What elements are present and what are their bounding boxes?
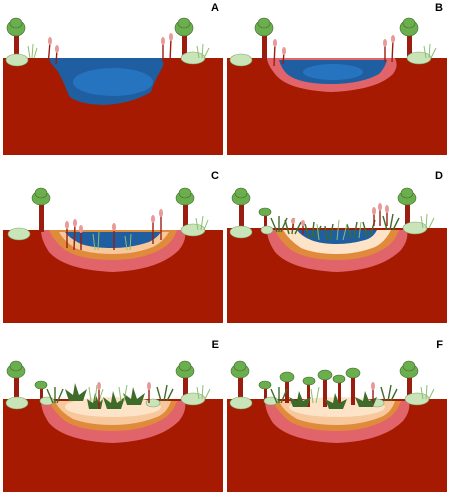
tree-left [231,187,251,230]
tree-right [175,187,195,232]
water-highlight [303,64,363,80]
light-grass [88,384,211,402]
panel-label-f: F [436,339,443,351]
stage-f-diagram [227,360,447,492]
reed-heads [65,209,163,233]
shrub-right [180,223,206,237]
reeds-left [273,39,286,67]
stage-f-panel: F [227,337,447,497]
young-tree [258,207,272,230]
stage-d-panel: D [227,168,447,328]
light-grass [310,384,435,404]
reeds-right [161,33,173,63]
shrub-left [5,53,29,67]
tree-left [6,17,26,60]
tree-right [399,360,419,401]
reed-heads [97,382,151,390]
stage-e-panel: E [3,337,223,497]
reeds-left [47,37,59,67]
reeds-right [383,35,395,63]
reeds [66,214,162,251]
sedges [270,384,398,404]
shrub-left [229,53,253,67]
grass-tufts [27,43,210,59]
panel-label-e: E [211,339,219,351]
tree-left [254,17,274,60]
shrub-right [406,51,432,65]
tree-right [399,17,419,60]
water-highlight [73,68,153,96]
shrubs [229,221,428,239]
panel-label-b: B [435,2,443,14]
young-trees [258,367,361,407]
soil-ground [227,58,447,155]
stage-e-diagram [3,360,223,492]
submerged-grass [92,215,209,251]
stage-b-diagram [227,17,447,155]
sedges [270,213,400,241]
reed-heads [371,382,375,390]
shrub-left [7,227,31,241]
light-grass [316,213,435,241]
tree-right [174,17,194,60]
panel-label-a: A [211,2,219,14]
tree-left [230,360,250,401]
tree-right [397,187,417,230]
shrub-right [180,51,206,65]
panel-label-c: C [211,170,219,182]
stage-a-panel: A [3,0,223,160]
grass-tufts [423,43,437,59]
herbs [289,391,377,409]
stage-b-panel: B [227,0,447,160]
tree-left [31,187,51,232]
tree-left [6,360,26,401]
stage-c-panel: C [3,168,223,328]
sedges [46,384,174,404]
panel-label-d: D [435,170,443,182]
stage-d-diagram [227,187,447,323]
open-water [65,232,161,248]
stage-c-diagram [3,187,223,323]
young-tree [34,380,48,401]
stage-a-diagram [3,17,223,155]
reed-heads [291,203,389,226]
soil-ground [3,58,223,155]
tree-right [175,360,195,401]
